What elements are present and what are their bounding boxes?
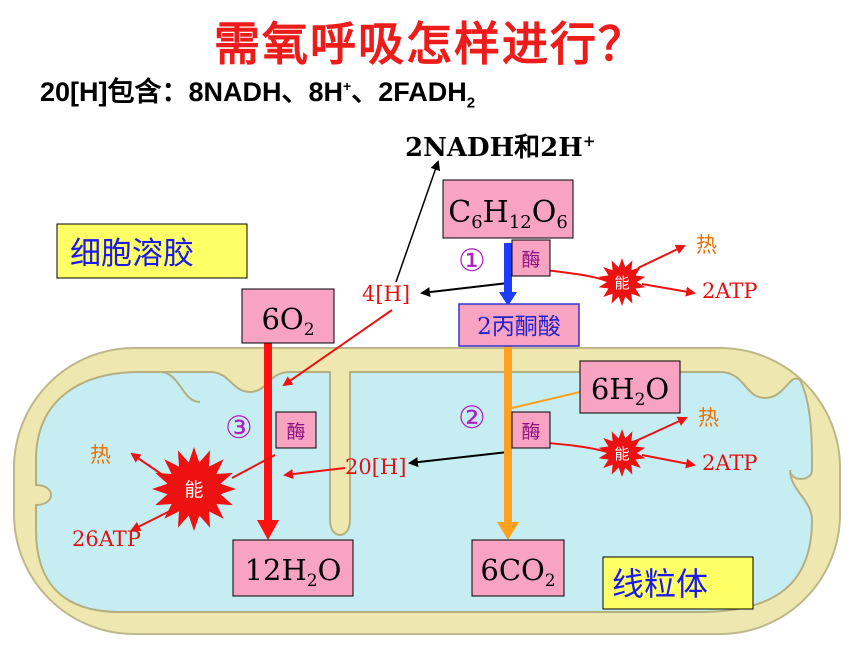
enzyme-label-2: 酶 (521, 421, 540, 443)
crista-fold (159, 371, 201, 403)
arrow-stage2-to-20h (408, 451, 509, 468)
glucose-formula: C6H12O6 (448, 195, 568, 233)
energy-label-3: 能 (184, 479, 203, 501)
arrow-20h-to-stage3 (283, 467, 346, 480)
heat-label-3: 热 (90, 443, 111, 467)
oxygen-formula: 6O2 (261, 302, 314, 340)
cytosol-label: 细胞溶胶 (70, 236, 194, 272)
energy-label-1: 能 (614, 274, 629, 292)
enzyme-label-1: 酶 (521, 249, 540, 271)
arrow-atp-1 (641, 283, 696, 297)
arrow-heat-3 (130, 452, 171, 481)
water-output-formula: 12H2O (245, 553, 342, 591)
co2-box: 6CO2 (471, 539, 565, 597)
mitochondrion-label: 线粒体 (612, 565, 708, 603)
energy-burst-stage3: 能 (152, 447, 236, 531)
enzyme-label-3: 酶 (286, 421, 305, 443)
water-input-box: 6H2O (579, 360, 681, 414)
page-title: 需氧呼吸怎样进行？ (214, 17, 646, 71)
stage2-arrow-head (497, 522, 519, 540)
water-input-formula: 6H2O (591, 372, 669, 410)
stage2-number: ② (458, 400, 486, 436)
arrow-atp-2 (641, 454, 696, 469)
enzyme-box-stage1: 酶 (511, 239, 551, 277)
arrow-heat-1 (637, 244, 686, 269)
arrow-4h-to-nadh (395, 160, 441, 283)
mitochondrion-label-box: 线粒体 (602, 556, 754, 610)
stage1-number: ① (458, 243, 486, 279)
oxygen-box: 6O2 (241, 288, 335, 344)
subtitle-sup: + (343, 78, 352, 94)
subtitle-hydrogen-composition: 20[H]包含：8NADH、8H+、2FADH2 (40, 70, 475, 111)
energy-label-2: 能 (614, 445, 629, 463)
stage3-arrow-head (257, 520, 279, 540)
cytosol-label-box: 细胞溶胶 (56, 223, 248, 279)
atp-label-stage1: 2ATP (702, 279, 758, 303)
arrow-stage1-to-4h (420, 282, 509, 298)
hydrogen-4h-label: 4[H] (362, 282, 410, 306)
arrow-atp-3 (130, 509, 173, 531)
subtitle-sub: 2 (466, 94, 476, 112)
mitochondrion-inner-membrane (35, 371, 814, 613)
stage1-arrow-head (499, 292, 517, 306)
glucose-box: C6H12O6 (442, 179, 574, 239)
enzyme-box-stage3: 酶 (275, 411, 317, 449)
subtitle-text-1: 20[H]包含：8NADH、8H (40, 77, 344, 107)
water-output-box: 12H2O (232, 539, 354, 597)
hydrogen-20h-label: 20[H] (345, 455, 406, 479)
stage3-energy-line (231, 454, 276, 479)
energy-burst-stage1: 能 (598, 258, 646, 306)
energy-burst-stage2: 能 (598, 429, 646, 477)
stage3-number: ③ (225, 410, 253, 446)
pyruvate-label: 2丙酮酸 (477, 314, 561, 340)
pyruvate-box: 2丙酮酸 (458, 303, 580, 347)
heat-label-2: 热 (698, 406, 719, 430)
nadh-top-label: 2NADH和2H+ (405, 132, 595, 163)
heat-label-1: 热 (696, 233, 717, 257)
co2-formula: 6CO2 (480, 553, 555, 591)
arrow-4h-to-stage3 (282, 309, 393, 387)
enzyme-box-stage2: 酶 (511, 411, 551, 449)
subtitle-text-2: 、2FADH (351, 77, 467, 107)
atp-label-stage2: 2ATP (702, 451, 758, 475)
atp-label-stage3: 26ATP (72, 527, 141, 551)
arrow-heat-2 (637, 416, 688, 441)
water-input-line (511, 391, 581, 409)
